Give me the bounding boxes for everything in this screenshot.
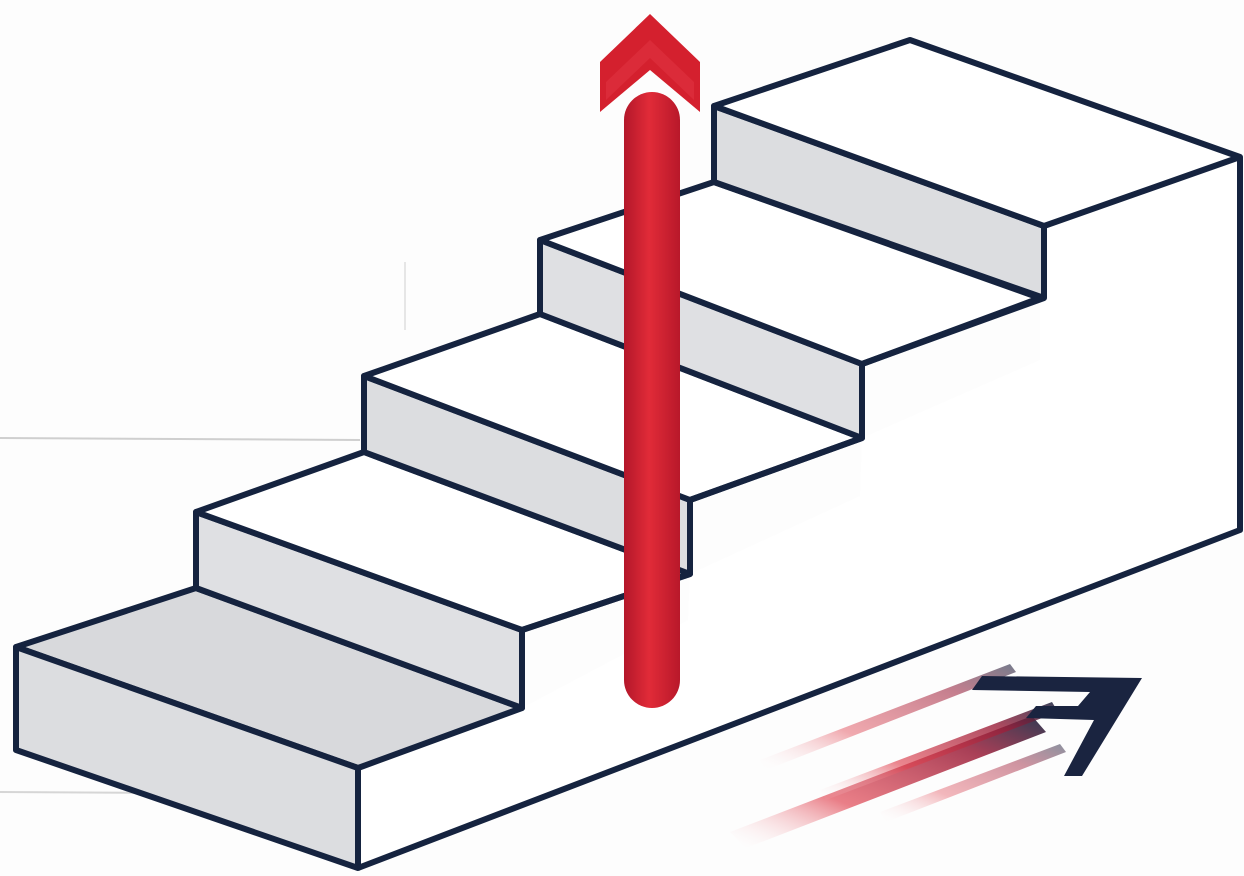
staircase-illustration (0, 0, 1244, 876)
illustration-canvas (0, 0, 1244, 876)
